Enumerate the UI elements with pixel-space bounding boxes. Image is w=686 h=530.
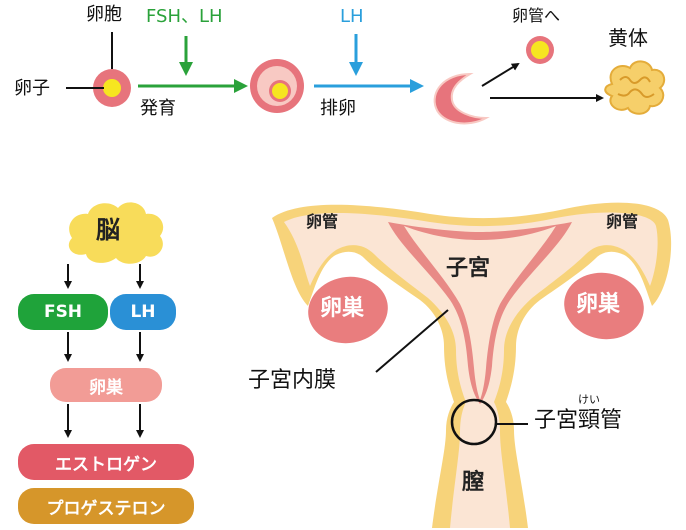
brain-label: 脳 xyxy=(96,216,120,244)
lh-label: LH xyxy=(130,302,156,322)
green-down-arrow xyxy=(179,36,193,76)
estrogen-label: エストロゲン xyxy=(55,454,157,475)
uterus-label: 子宮 xyxy=(446,256,491,281)
endometrium-pointer-line xyxy=(375,309,449,373)
follicle-primary-icon xyxy=(93,69,131,107)
estrogen-pill: エストロゲン xyxy=(18,444,194,480)
ovulation-label: 排卵 xyxy=(320,98,356,119)
vagina-label: 膣 xyxy=(462,470,485,495)
to-tube-arrow xyxy=(481,62,520,87)
released-egg-icon xyxy=(526,36,554,64)
lh-pill: LH xyxy=(110,294,176,330)
ovary-right-shape xyxy=(564,272,644,340)
ruptured-follicle-icon xyxy=(433,72,490,125)
fsh-pill: FSH xyxy=(18,294,108,330)
egg-label: 卵子 xyxy=(14,78,50,99)
ovary-pill: 卵巣 xyxy=(50,368,162,402)
progesterone-label: プロゲステロン xyxy=(46,498,166,519)
chart-arrows xyxy=(64,264,144,438)
brain-cloud-shape xyxy=(68,202,164,264)
cervix-label: 子宮頸管 xyxy=(534,408,623,433)
ovary-pill-label: 卵巣 xyxy=(89,377,123,398)
progesterone-pill: プロゲステロン xyxy=(18,488,194,524)
development-label: 発育 xyxy=(140,98,176,119)
corpus-luteum-icon xyxy=(604,60,666,115)
tube-left-label: 卵管 xyxy=(306,212,339,231)
corpus-luteum-label: 黄体 xyxy=(608,26,648,50)
tube-right-label: 卵管 xyxy=(606,212,639,231)
ovary-left-shape xyxy=(308,276,388,344)
blue-down-arrow xyxy=(349,34,363,76)
ovary-right-label: 卵巣 xyxy=(576,292,621,317)
ovary-left-label: 卵巣 xyxy=(320,296,365,321)
cervix-ruby: けい xyxy=(578,393,600,406)
follicle-growing-icon xyxy=(250,59,304,113)
endometrium-label: 子宮内膜 xyxy=(248,368,337,393)
hormone1-label: FSH、LH xyxy=(146,6,223,27)
cervix-highlight-circle xyxy=(450,398,498,446)
follicle-label: 卵胞 xyxy=(86,4,122,25)
hormone2-label: LH xyxy=(340,6,364,27)
blue-arrow xyxy=(314,79,424,93)
uterus-organ xyxy=(272,202,672,529)
to-tube-label: 卵管へ xyxy=(512,6,561,25)
green-arrow xyxy=(138,79,248,93)
fsh-label: FSH xyxy=(43,302,83,322)
